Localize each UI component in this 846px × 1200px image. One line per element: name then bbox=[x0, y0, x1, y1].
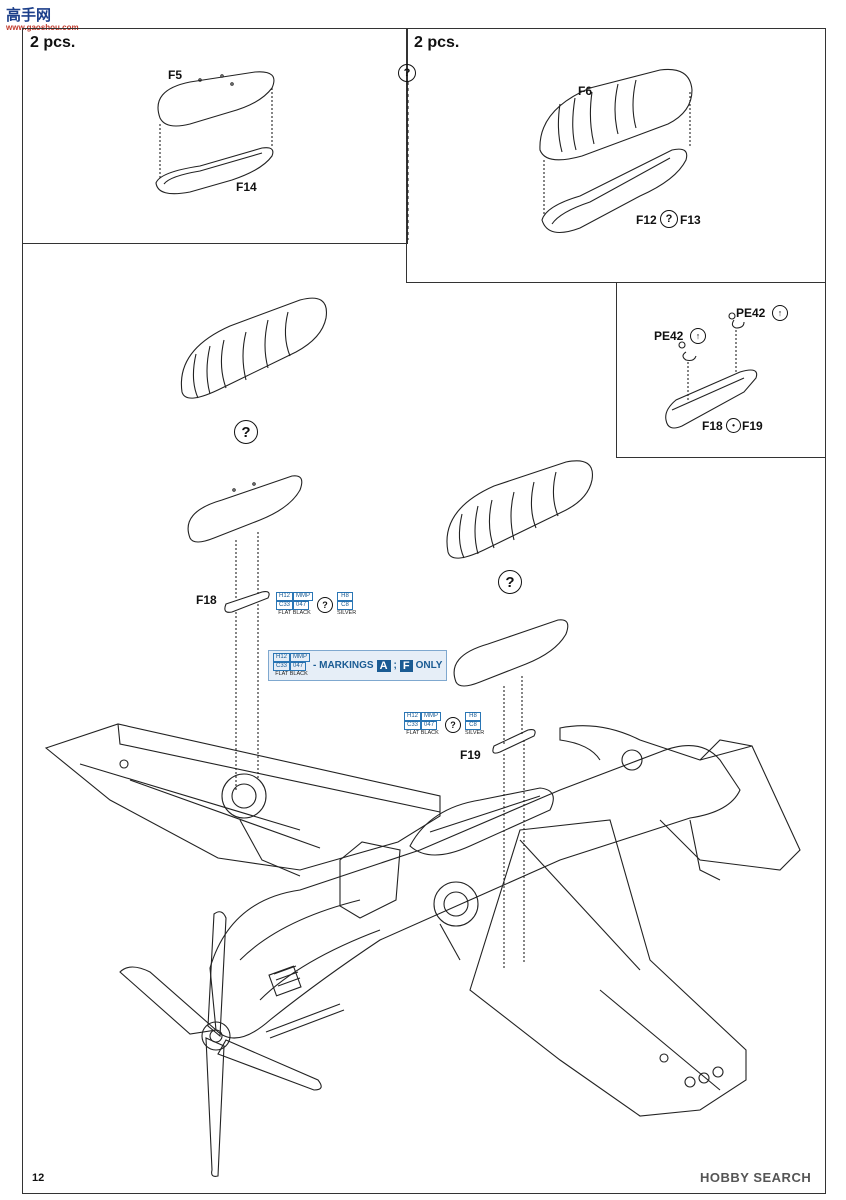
join-icon: • bbox=[726, 418, 741, 433]
tank-assembled-left bbox=[180, 297, 328, 399]
qty-label-left: 2 pcs. bbox=[30, 34, 76, 51]
part-label-f13: F13 bbox=[680, 213, 701, 227]
option-icon: ? bbox=[234, 420, 258, 444]
part-f14-drawing bbox=[155, 147, 274, 195]
pylon-f18-drawing bbox=[224, 591, 270, 613]
callout-f18: F18 bbox=[196, 593, 217, 607]
panel-main bbox=[22, 242, 826, 1194]
marking-f: F bbox=[399, 659, 413, 672]
option-icon: ? bbox=[317, 596, 334, 613]
part-label-f19: F19 bbox=[742, 419, 763, 433]
paint-chip-silver: H8 C8 SILVER bbox=[465, 712, 485, 736]
marking-sep: ; bbox=[393, 660, 397, 671]
brand-watermark: HOBBY SEARCH bbox=[700, 1170, 812, 1185]
option-icon: ? bbox=[660, 210, 678, 228]
arrow-up-icon: ↑ bbox=[772, 305, 788, 321]
part-label-pe42: PE42 bbox=[736, 306, 766, 320]
tank-cap-right bbox=[453, 619, 569, 687]
watermark-url: www.gaoshou.com bbox=[6, 23, 79, 32]
aircraft-drawing bbox=[44, 723, 801, 1177]
part-label-f5: F5 bbox=[168, 68, 183, 82]
paint-chip-silver: H8 C8 SILVER bbox=[337, 592, 357, 616]
part-f6-drawing bbox=[539, 68, 693, 161]
watermark-logo: 高手网 bbox=[6, 7, 52, 24]
qty-label-right: 2 pcs. bbox=[414, 34, 460, 51]
option-icon: ? bbox=[445, 716, 462, 733]
part-label-f12: F12 bbox=[636, 213, 657, 227]
part-label-f14: F14 bbox=[236, 180, 257, 194]
option-icon: ? bbox=[398, 64, 416, 82]
part-f12-f13-drawing bbox=[541, 148, 688, 234]
callout-f19: F19 bbox=[460, 748, 481, 762]
part-label-f18: F18 bbox=[702, 419, 723, 433]
markings-text: - MARKINGS bbox=[313, 660, 374, 671]
watermark: 高手网 www.gaoshou.com bbox=[6, 4, 79, 32]
tank-assembled-right bbox=[446, 460, 594, 559]
part-f5-drawing bbox=[157, 71, 275, 127]
pylon-detail-drawing bbox=[665, 312, 758, 429]
tank-cap-left bbox=[187, 475, 303, 543]
arrow-up-icon: ↑ bbox=[690, 328, 706, 344]
part-label-f6: F6 bbox=[578, 84, 593, 98]
markings-only: ONLY bbox=[415, 660, 443, 671]
option-icon: ? bbox=[498, 570, 522, 594]
marking-a: A bbox=[376, 659, 391, 672]
page-number: 12 bbox=[32, 1172, 45, 1184]
part-label-pe42: PE42 bbox=[654, 329, 684, 343]
pylon-f19-drawing bbox=[492, 729, 536, 754]
